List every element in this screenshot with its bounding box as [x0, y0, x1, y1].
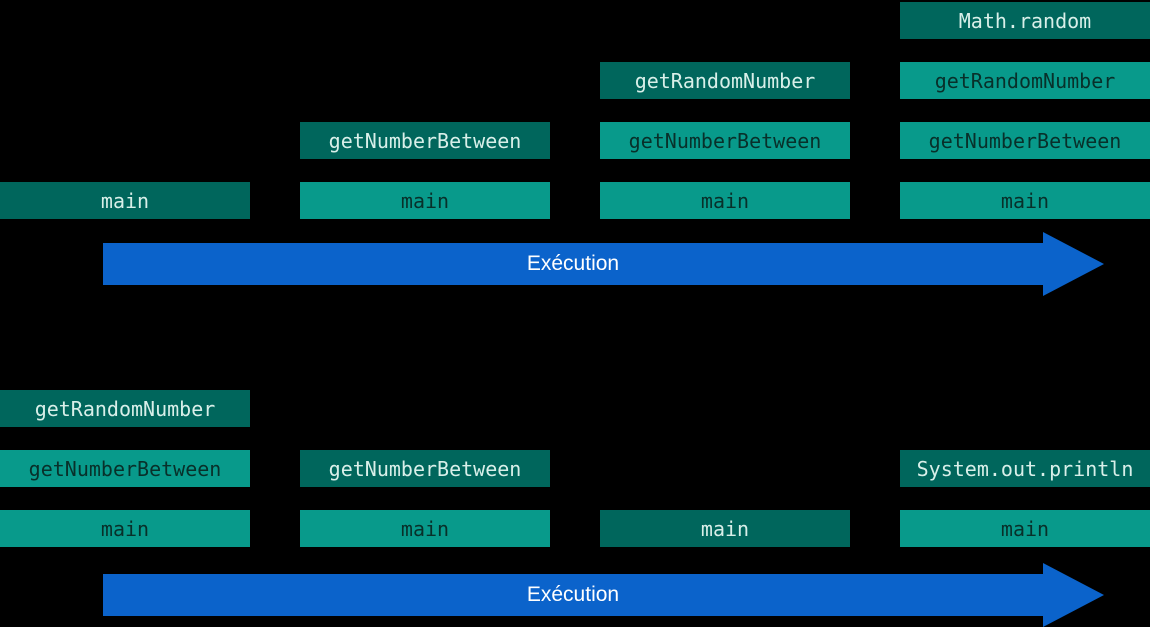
arrow-shaft — [103, 574, 1043, 616]
stack-frame: getNumberBetween — [600, 122, 850, 159]
stack-frame: getRandomNumber — [900, 62, 1150, 99]
stack-frame: Math.random — [900, 2, 1150, 39]
stack-frame: getNumberBetween — [0, 450, 250, 487]
arrow-head-icon — [1043, 232, 1104, 296]
execution-arrow-label: Exécution — [526, 252, 620, 275]
stack-frame: main — [900, 510, 1150, 547]
stack-frame: main — [0, 510, 250, 547]
stack-frame: getNumberBetween — [300, 122, 550, 159]
stack-frame: main — [600, 510, 850, 547]
stack-frame: main — [0, 182, 250, 219]
arrow-head-icon — [1043, 563, 1104, 627]
stack-frame: getNumberBetween — [900, 122, 1150, 159]
stack-frame: main — [300, 182, 550, 219]
execution-arrow-label: Exécution — [526, 583, 620, 606]
stack-frame: main — [300, 510, 550, 547]
stack-frame: getNumberBetween — [300, 450, 550, 487]
stack-frame: getRandomNumber — [600, 62, 850, 99]
arrow-shaft — [103, 243, 1043, 285]
stack-frame: main — [600, 182, 850, 219]
stack-frame: getRandomNumber — [0, 390, 250, 427]
stack-frame: System.out.println — [900, 450, 1150, 487]
stack-frame: main — [900, 182, 1150, 219]
